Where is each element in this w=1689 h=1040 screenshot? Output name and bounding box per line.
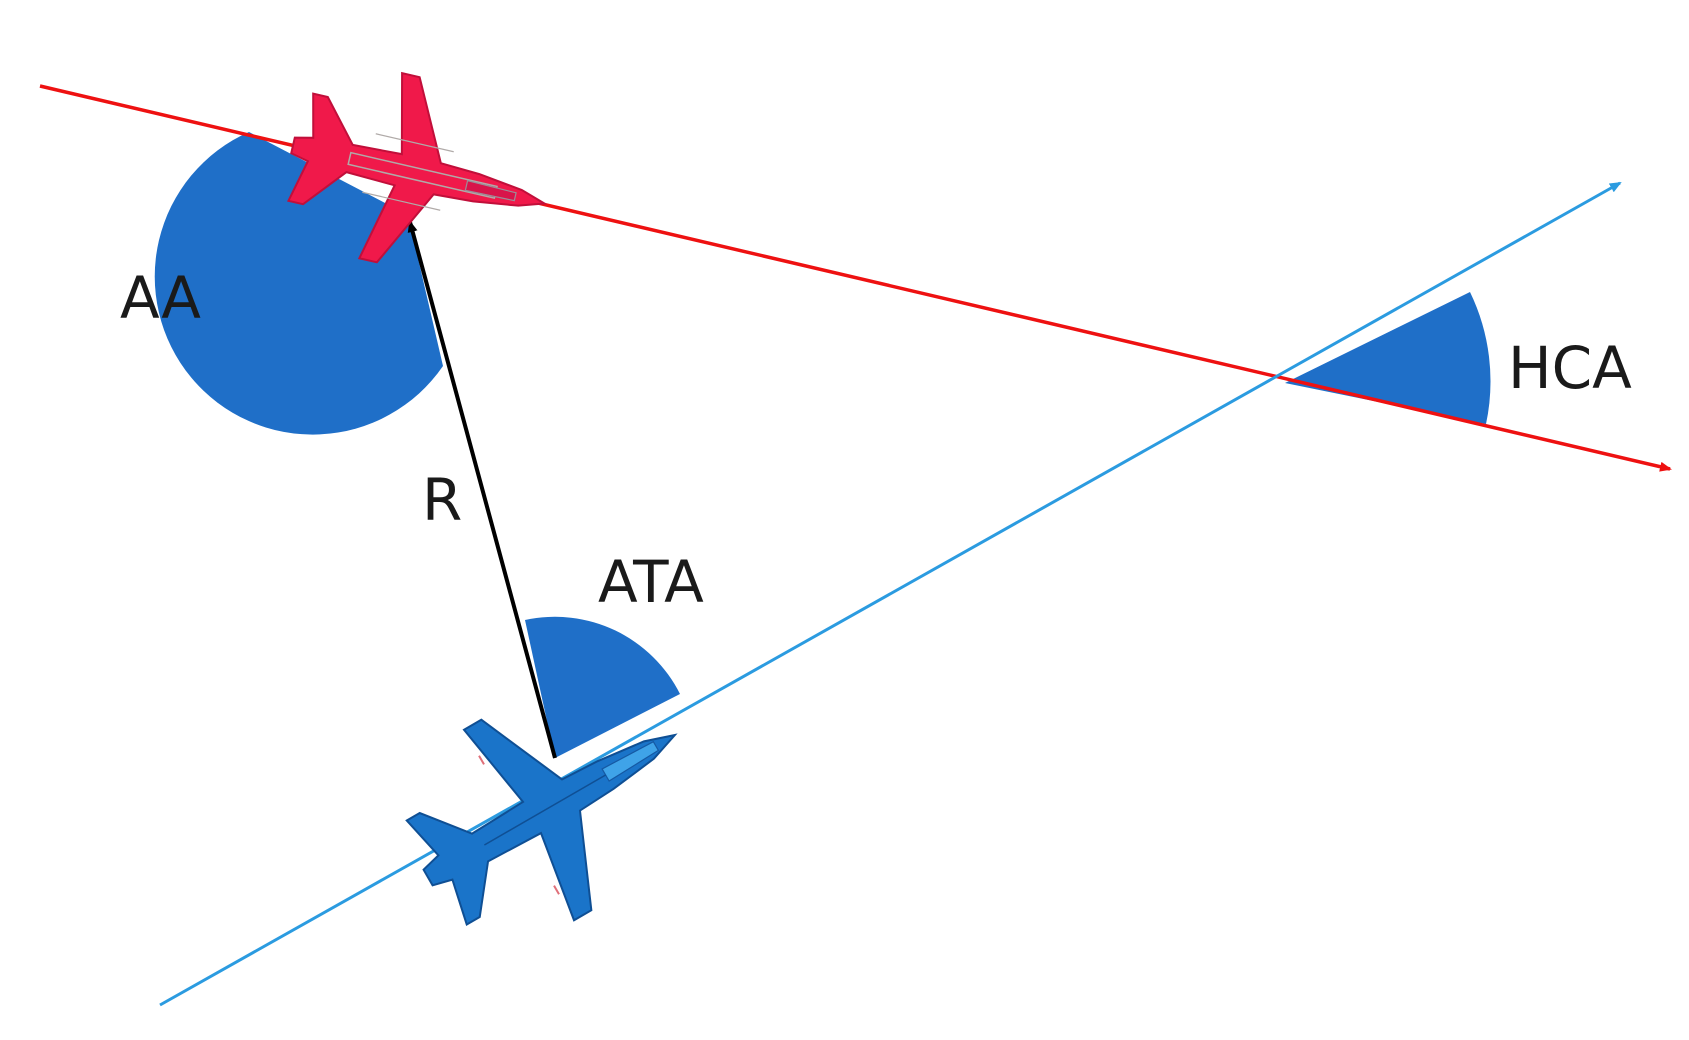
aa-label: AA xyxy=(120,264,201,332)
range-vector xyxy=(407,220,557,759)
hca-label: HCA xyxy=(1508,334,1632,402)
ata-label: ATA xyxy=(598,548,704,616)
ata-angle-sector xyxy=(525,616,680,758)
blue-fighter-jet-icon xyxy=(405,718,678,926)
own-track-line xyxy=(159,181,1622,1007)
aa-angle-sector xyxy=(154,132,444,435)
range-label: R xyxy=(422,466,462,534)
red-fighter-jet-icon xyxy=(286,71,548,264)
